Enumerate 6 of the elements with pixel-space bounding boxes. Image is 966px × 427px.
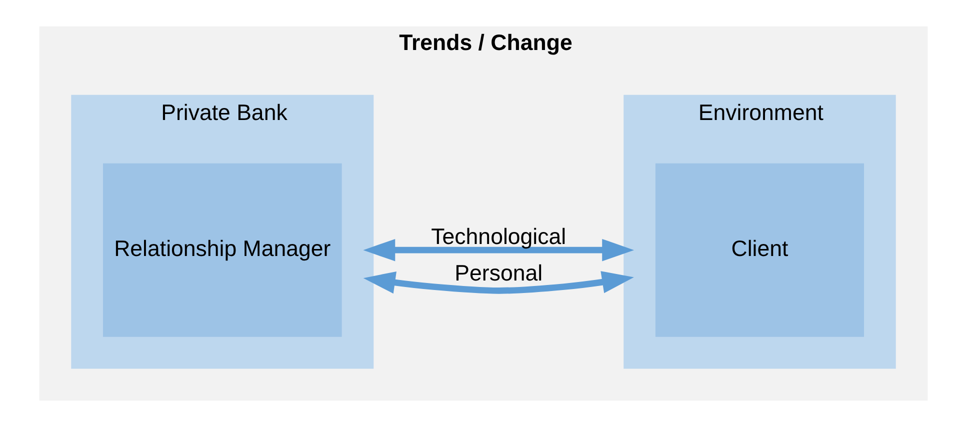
node-box: Client <box>654 163 864 337</box>
arrow <box>362 271 634 294</box>
node-box: Relationship Manager <box>102 163 342 337</box>
edge-label: Personal <box>454 260 542 286</box>
arrow <box>362 238 634 262</box>
edge-label: Technological <box>430 224 566 250</box>
